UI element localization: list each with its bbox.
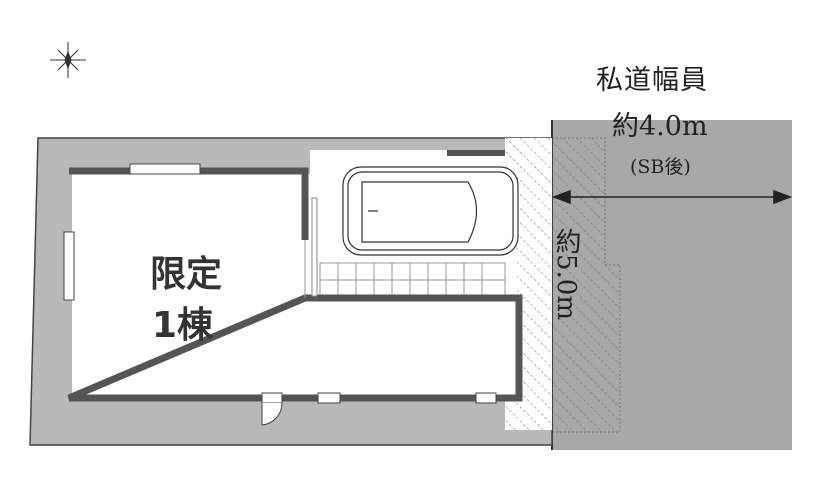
road-title: 私道幅員: [596, 65, 708, 96]
house-label-line2: 1棟: [152, 305, 214, 346]
windows: [63, 163, 497, 404]
tiled-approach: [319, 262, 506, 299]
road-width: 約4.0m: [612, 111, 708, 142]
house-label-line1: 限定: [150, 254, 223, 295]
road-note: (SB後): [630, 156, 691, 178]
road-width-arrow: [551, 189, 793, 205]
compass-icon: [50, 42, 86, 78]
frontage-label: 約5.0m: [551, 228, 581, 321]
car-icon: [342, 166, 519, 256]
door-swing: [261, 402, 283, 426]
